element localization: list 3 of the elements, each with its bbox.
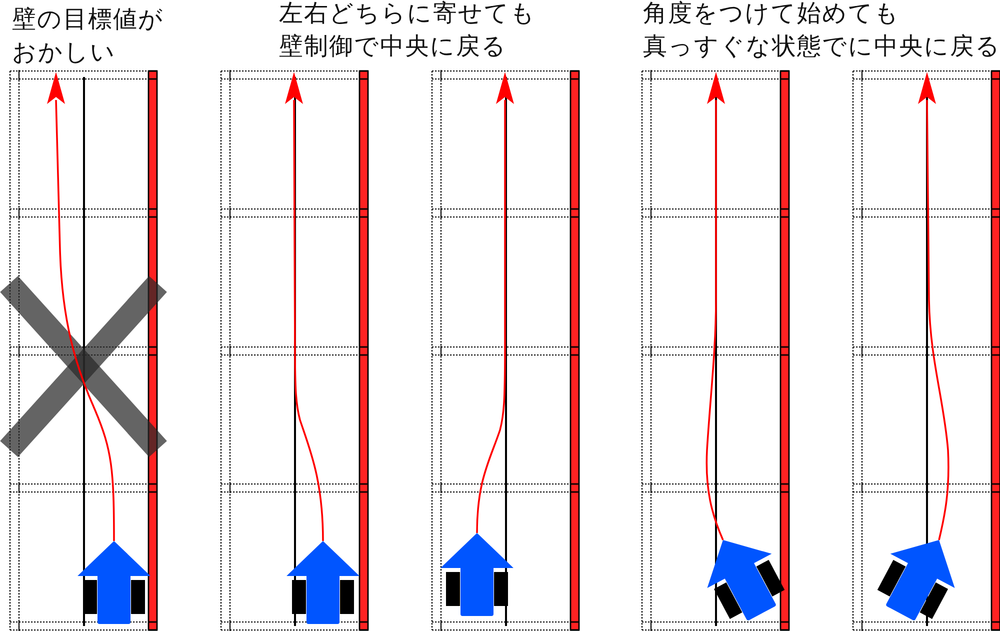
heading: 左右どちらに寄せても壁制御で中央に戻る <box>279 0 536 62</box>
heading: 角度をつけて始めても真っすぐな状態でに中央に戻る <box>643 0 1000 62</box>
heading: 壁の目標値がおかしい <box>12 4 164 68</box>
